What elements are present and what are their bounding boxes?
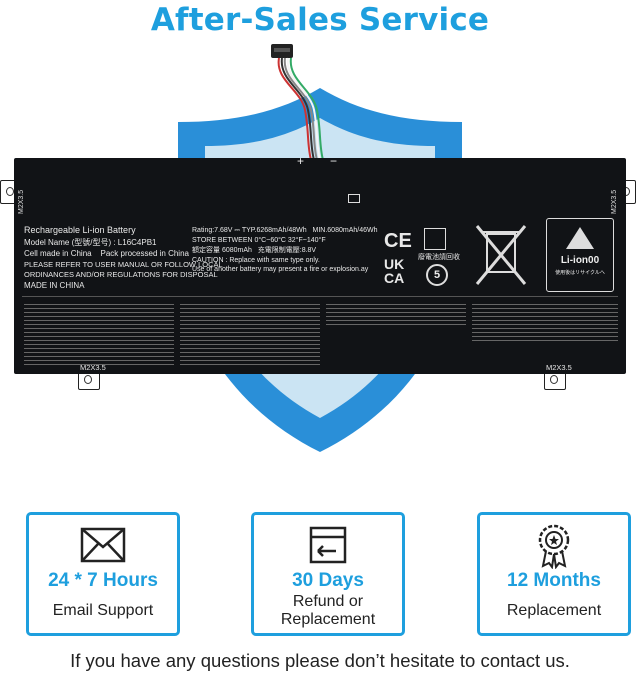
li-ion-sublabel: 使用後はリサイクルへ xyxy=(555,270,605,276)
recycle-cycle-icon: 5 xyxy=(426,264,448,286)
disposal-note-2: ORDINANCES AND/OR REGULATIONS FOR DISPOS… xyxy=(24,270,218,279)
award-badge-icon xyxy=(538,524,570,569)
screw-label: M2X3.5 xyxy=(18,189,25,214)
screw-label: M2X3.5 xyxy=(611,189,618,214)
ce-mark: CE xyxy=(384,230,412,252)
caution-text: CAUTION : Replace with same type only. xyxy=(192,257,320,264)
card-title: 30 Days xyxy=(292,570,364,591)
refund-box-icon xyxy=(309,526,347,564)
rating-text: Rating:7.68V ⎓ TYP.6268mAh/48Wh MIN.6080… xyxy=(192,227,378,234)
card-replacement: 12 Months Replacement xyxy=(477,512,631,636)
ukca-mark-line2: CA xyxy=(384,270,405,286)
footer-contact-text: If you have any questions please don’t h… xyxy=(70,650,570,671)
cell-origin: Cell made in China Pack processed in Chi… xyxy=(24,249,189,258)
card-subtitle: Replacement xyxy=(506,602,602,619)
recycle-triangle-icon xyxy=(566,227,594,249)
rated-capacity: 額定容量 6080mAh 充電限制電壓:8.8V xyxy=(192,247,317,254)
ukca-mark: UK xyxy=(384,256,405,272)
li-ion-label: Li-ion00 xyxy=(560,255,600,266)
made-in: MADE IN CHINA xyxy=(24,281,85,290)
headline: After-Sales Service xyxy=(150,2,490,38)
battery-cable xyxy=(271,44,324,161)
card-subtitle: Refund or xyxy=(292,593,364,610)
mount-tab xyxy=(544,370,566,390)
crossed-bin-icon xyxy=(475,225,527,285)
disposal-note-1: PLEASE REFER TO USER MANUAL OR FOLLOW LO… xyxy=(24,260,223,269)
negative-terminal-mark: − xyxy=(330,154,338,168)
card-subtitle-line2: Replacement xyxy=(280,611,376,628)
caution-text-2: Use of another battery may present a fir… xyxy=(192,266,369,273)
card-subtitle: Email Support xyxy=(52,602,154,619)
card-title: 24 * 7 Hours xyxy=(48,570,158,591)
envelope-icon xyxy=(80,527,126,563)
recycle-square-icon xyxy=(424,228,446,250)
card-title: 12 Months xyxy=(507,570,601,591)
storage-text: STORE BETWEEN 0°C~60°C 32°F~140°F xyxy=(192,237,326,244)
battery-symbol-icon xyxy=(348,194,360,203)
battery-body: M2X3.5 M2X3.5 + − Rechargeable Li-ion Ba… xyxy=(14,154,626,374)
model-name: Model Name (型號/型号) : L16C4PB1 xyxy=(24,238,157,247)
warning-block-right1 xyxy=(326,301,466,327)
warning-block-right2 xyxy=(472,301,618,341)
battery-title: Rechargeable Li-ion Battery xyxy=(24,225,136,235)
positive-terminal-mark: + xyxy=(297,154,305,168)
card-refund: 30 Days Refund or Replacement xyxy=(251,512,405,636)
card-email-support: 24 * 7 Hours Email Support xyxy=(26,512,180,636)
screw-label-bottom-right: M2X3.5 xyxy=(546,363,572,372)
screw-label-bottom-left: M2X3.5 xyxy=(80,363,106,372)
li-ion-recycle-box: Li-ion00 使用後はリサイクルへ xyxy=(546,218,614,292)
warning-block-left xyxy=(24,301,174,365)
warning-block-mid xyxy=(180,301,320,365)
recycle-note-cn: 廢電池請回收 xyxy=(418,254,460,261)
